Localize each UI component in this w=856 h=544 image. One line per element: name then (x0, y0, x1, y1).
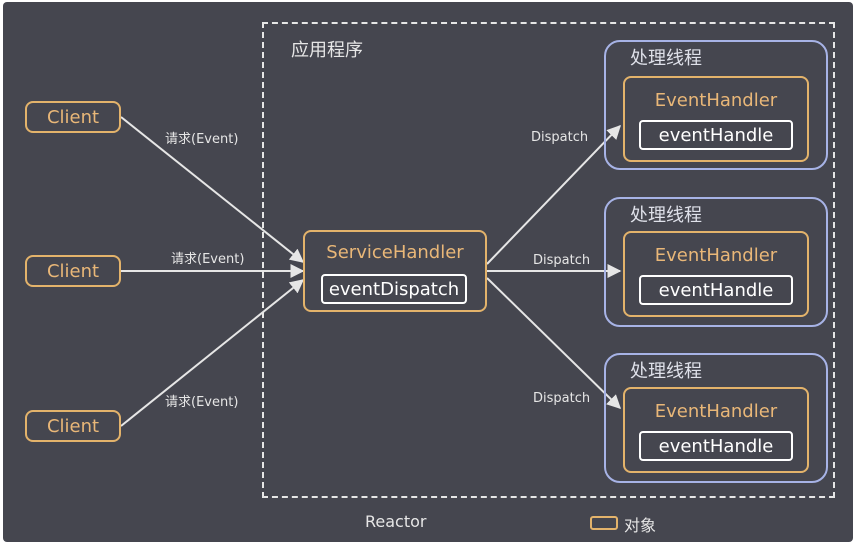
event-handler-title-3: EventHandler (654, 401, 778, 422)
event-handler-box-2: EventHandler eventHandle (623, 231, 809, 317)
client-box-3: Client (25, 410, 121, 442)
connector-arrows (120, 116, 622, 427)
event-handler-title-2: EventHandler (654, 245, 778, 266)
request-arrow-3 (120, 279, 305, 427)
event-handle-method-1: eventHandle (639, 120, 793, 150)
service-handler-title: ServiceHandler (326, 242, 464, 263)
event-handle-method-2: eventHandle (639, 275, 793, 305)
event-handle-method-3: eventHandle (639, 431, 793, 461)
event-dispatch-method: eventDispatch (321, 274, 467, 304)
handler-thread-2: 处理线程 EventHandler eventHandle (604, 197, 828, 327)
application-label: 应用程序 (291, 40, 363, 61)
legend-object-swatch (590, 516, 618, 530)
dispatch-label-2: Dispatch (533, 253, 591, 268)
request-label-1: 请求(Event) (165, 132, 239, 147)
client-box-2: Client (25, 255, 121, 287)
thread-label-1: 处理线程 (630, 48, 702, 69)
dispatch-arrow-3 (486, 277, 622, 409)
request-arrow-1 (120, 116, 305, 263)
event-handler-box-3: EventHandler eventHandle (623, 387, 809, 473)
thread-label-3: 处理线程 (630, 361, 702, 382)
handler-thread-1: 处理线程 EventHandler eventHandle (604, 40, 828, 170)
event-handler-box-1: EventHandler eventHandle (623, 76, 809, 162)
service-handler-box: ServiceHandler eventDispatch (303, 230, 487, 312)
thread-label-2: 处理线程 (630, 205, 702, 226)
handler-thread-3: 处理线程 EventHandler eventHandle (604, 353, 828, 483)
dispatch-label-3: Dispatch (533, 391, 591, 406)
client-box-1: Client (25, 101, 121, 133)
request-label-2: 请求(Event) (171, 252, 245, 267)
reactor-label: Reactor (365, 512, 427, 531)
legend-label: 对象 (624, 516, 657, 535)
dispatch-label-1: Dispatch (531, 130, 589, 145)
application-boundary (262, 22, 835, 498)
dispatch-arrow-1 (486, 124, 621, 265)
request-label-3: 请求(Event) (165, 395, 239, 410)
event-handler-title-1: EventHandler (654, 90, 778, 111)
reactor-diagram: 应用程序 Client Client Client 请求(Event) 请求(E… (3, 2, 853, 542)
